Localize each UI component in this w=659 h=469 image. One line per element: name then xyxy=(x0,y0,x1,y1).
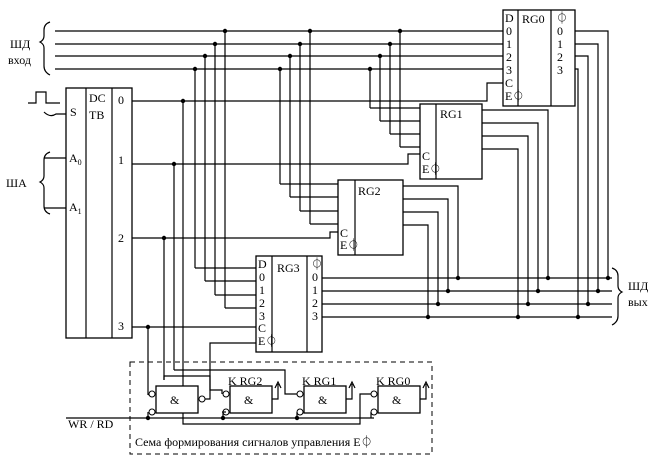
rg3-in-2: 2 xyxy=(259,296,265,310)
decoder-in-s: S xyxy=(70,105,77,119)
rg3-out-1: 1 xyxy=(312,283,318,297)
strobe-input xyxy=(28,91,66,117)
control-block-caption: Сема формирования сигналов управления E⏀ xyxy=(135,434,373,449)
rg3-out-2: 2 xyxy=(312,296,318,310)
data-bus-out-text: ШД xyxy=(628,279,648,293)
register-rg0: RG0 D 0 1 2 3 C E⏀ ⏀ 0 1 2 3 xyxy=(502,9,576,107)
rg0-out-z: ⏀ xyxy=(556,10,568,25)
data-bus-out-lines xyxy=(322,30,624,326)
rg3-in-1: 1 xyxy=(259,283,265,297)
decoder-in-a1: A1 xyxy=(69,200,82,216)
rg3-out-z: ⏀ xyxy=(311,256,323,271)
rg1-in-e: E⏀ xyxy=(422,161,441,176)
decoder-title-1: DC xyxy=(89,91,106,105)
rg2-in-e: E⏀ xyxy=(340,237,359,252)
rg0-in-1: 1 xyxy=(506,37,512,51)
rg3-in-3: 3 xyxy=(259,309,265,323)
rg0-out-1: 1 xyxy=(557,37,563,51)
wr-rd-label: WR / RD xyxy=(68,417,114,431)
rg3-out-3: 3 xyxy=(312,309,318,323)
rg0-in-e: E⏀ xyxy=(505,88,524,103)
decoder-output-wires xyxy=(132,82,503,418)
data-bus-out-subtext: вых xyxy=(628,295,648,309)
rg2-name: RG2 xyxy=(358,184,381,198)
decoder-out-0: 0 xyxy=(118,93,124,107)
rg0-out-0: 0 xyxy=(557,24,563,38)
gate-rg2-label: K RG2 xyxy=(228,374,262,388)
rg0-out-3: 3 xyxy=(557,63,563,77)
data-bus-in-label: ШД вход xyxy=(8,37,31,67)
rg3-out-0: 0 xyxy=(312,270,318,284)
gate-rg3-symbol: & xyxy=(170,393,180,407)
rg3-in-e: E⏀ xyxy=(258,333,277,348)
decoder-dctb: DC TB S A0 A1 0 1 2 3 xyxy=(65,87,133,339)
decoder-out-1: 1 xyxy=(118,153,124,167)
gate-rg2-symbol: & xyxy=(244,393,254,407)
data-bus-in-subtext: вход xyxy=(8,53,31,67)
gate-rg1-symbol: & xyxy=(318,393,328,407)
rg3-in-0: 0 xyxy=(259,270,265,284)
decoder-in-a0: A0 xyxy=(69,151,82,167)
address-bus-label: ША xyxy=(6,176,27,190)
rg0-in-2: 2 xyxy=(506,50,512,64)
rg0-out-2: 2 xyxy=(557,50,563,64)
rg0-in-d: D xyxy=(505,11,514,25)
decoder-title-2: TB xyxy=(89,108,104,122)
input-taps xyxy=(192,28,420,309)
rg0-in-c: C xyxy=(505,76,513,90)
register-rg2: RG2 C E⏀ xyxy=(337,179,404,256)
control-block: Сема формирования сигналов управления E⏀… xyxy=(66,342,433,455)
rg0-name: RG0 xyxy=(522,12,545,26)
data-bus-in-text: ШД xyxy=(10,37,30,51)
rg3-in-d: D xyxy=(258,257,267,271)
rg1-in-c: C xyxy=(422,149,430,163)
register-rg3: RG3 D 0 1 2 3 C E⏀ ⏀ 0 1 2 3 xyxy=(255,255,323,353)
rg3-in-c: C xyxy=(258,321,266,335)
decoder-out-3: 3 xyxy=(118,319,124,333)
rg1-name: RG1 xyxy=(440,107,463,121)
rg3-name: RG3 xyxy=(277,261,300,275)
gate-rg1-label: K RG1 xyxy=(302,374,336,388)
data-bus-in-lines xyxy=(38,21,505,76)
register-rg1: RG1 C E⏀ xyxy=(419,103,483,180)
rg2-in-c: C xyxy=(340,226,348,240)
rg0-in-0: 0 xyxy=(506,24,512,38)
rg0-in-3: 3 xyxy=(506,63,512,77)
decoder-out-2: 2 xyxy=(118,231,124,245)
gate-rg0-label: K RG0 xyxy=(376,374,410,388)
gate-rg0-symbol: & xyxy=(392,393,402,407)
data-bus-out-label: ШД вых xyxy=(628,279,648,309)
address-bus-input: ША xyxy=(6,151,66,215)
